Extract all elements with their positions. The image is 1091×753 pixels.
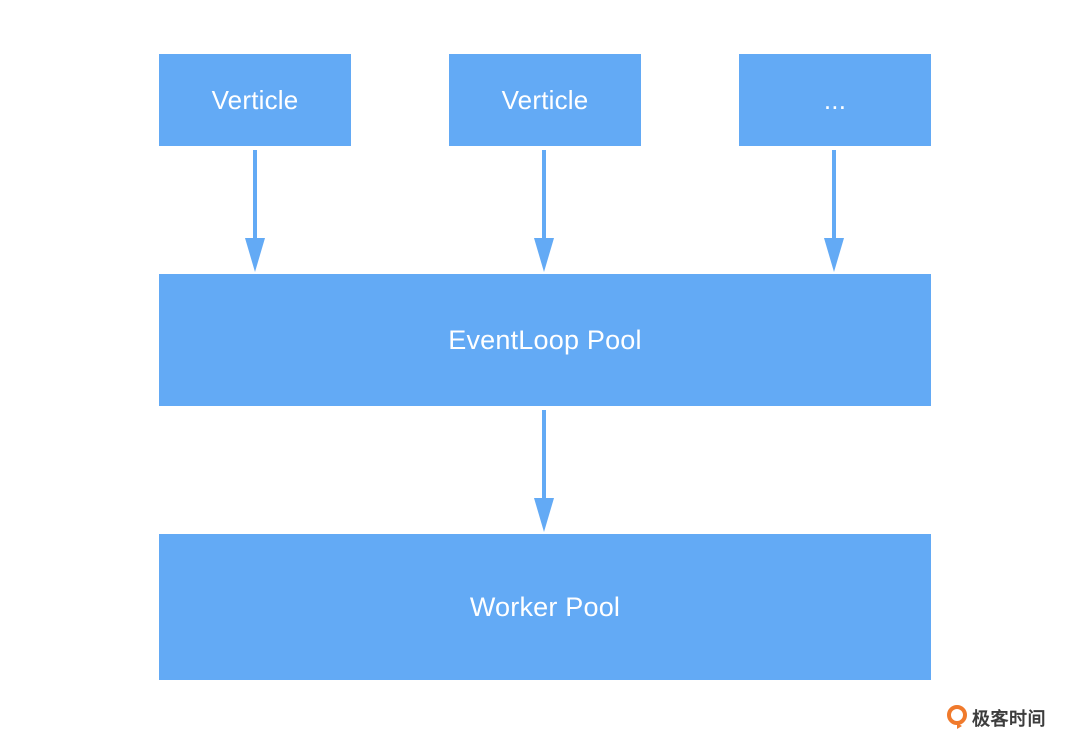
verticle-label-more: ... — [823, 84, 847, 115]
verticle-box-2: Verticle — [449, 54, 641, 146]
geektime-brand-text: 极客时间 — [972, 709, 1046, 730]
verticle-label-2: Verticle — [501, 84, 589, 115]
verticle-box-more: ... — [739, 54, 931, 146]
worker-pool-label: Worker Pool — [469, 591, 621, 622]
verticle-box-1: Verticle — [159, 54, 351, 146]
arrow-verticle-1-to-eventloop — [245, 150, 265, 272]
verticle-label-1: Verticle — [211, 84, 299, 115]
eventloop-pool-box: EventLoop Pool — [159, 274, 931, 406]
arrow-eventloop-to-worker — [534, 410, 554, 532]
eventloop-pool-label: EventLoop Pool — [448, 324, 642, 355]
geektime-logo-icon — [947, 705, 967, 729]
geektime-watermark: 极客时间 — [946, 703, 1046, 733]
arrow-verticle-more-to-eventloop — [824, 150, 844, 272]
worker-pool-box: Worker Pool — [159, 534, 931, 680]
arrow-verticle-2-to-eventloop — [534, 150, 554, 272]
